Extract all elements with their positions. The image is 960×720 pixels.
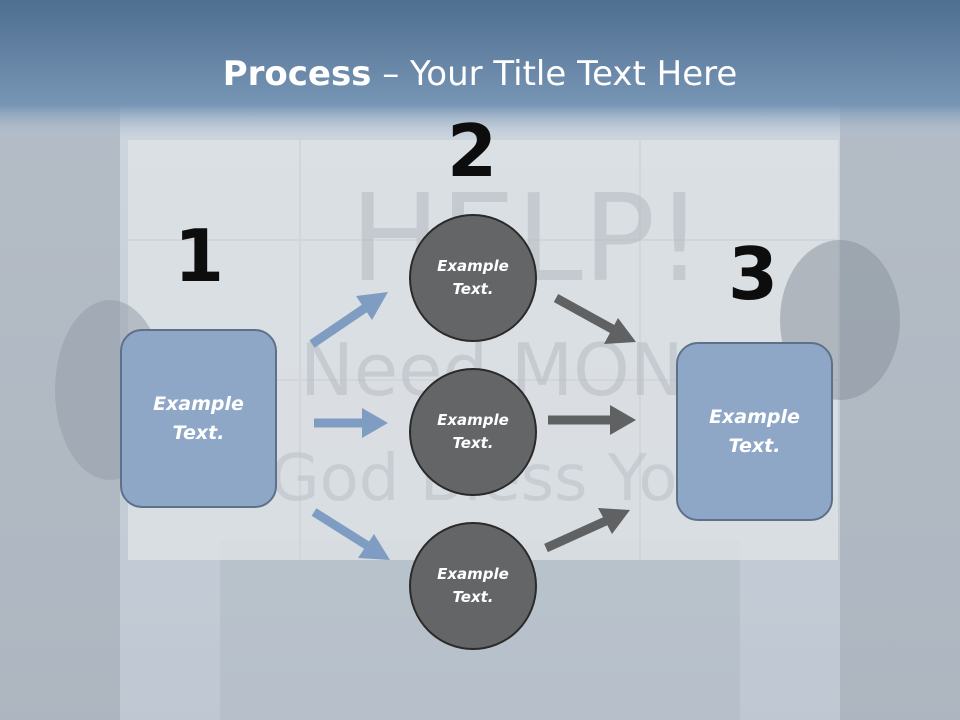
step-number-1: 1 xyxy=(173,214,225,298)
left-box-label: Example Text. xyxy=(153,392,244,444)
right-box-label: Example Text. xyxy=(709,405,800,457)
arrow-from-circle-1 xyxy=(553,294,636,344)
title-rest: – Your Title Text Here xyxy=(371,54,738,94)
circle-1-label: Example Text. xyxy=(437,257,509,298)
header-band xyxy=(0,0,960,140)
step-number-2: 2 xyxy=(446,109,498,193)
arrow-to-circle-1 xyxy=(309,292,388,348)
circle-2-label: Example Text. xyxy=(437,411,509,452)
left-process-box[interactable]: Example Text. xyxy=(120,329,277,508)
arrow-from-circle-3 xyxy=(544,508,630,553)
arrow-to-circle-2 xyxy=(314,408,388,438)
circle-3-label: Example Text. xyxy=(437,565,509,606)
process-circle-3[interactable]: Example Text. xyxy=(409,522,537,650)
title-strong: Process xyxy=(222,54,372,94)
process-circle-2[interactable]: Example Text. xyxy=(409,368,537,496)
step-number-3: 3 xyxy=(727,232,779,316)
arrow-from-circle-2 xyxy=(548,405,636,435)
arrow-to-circle-3 xyxy=(311,508,390,560)
right-process-box[interactable]: Example Text. xyxy=(676,342,833,521)
process-circle-1[interactable]: Example Text. xyxy=(409,214,537,342)
page-title: Process – Your Title Text Here xyxy=(0,52,960,96)
bg-right-shadow xyxy=(840,100,960,720)
